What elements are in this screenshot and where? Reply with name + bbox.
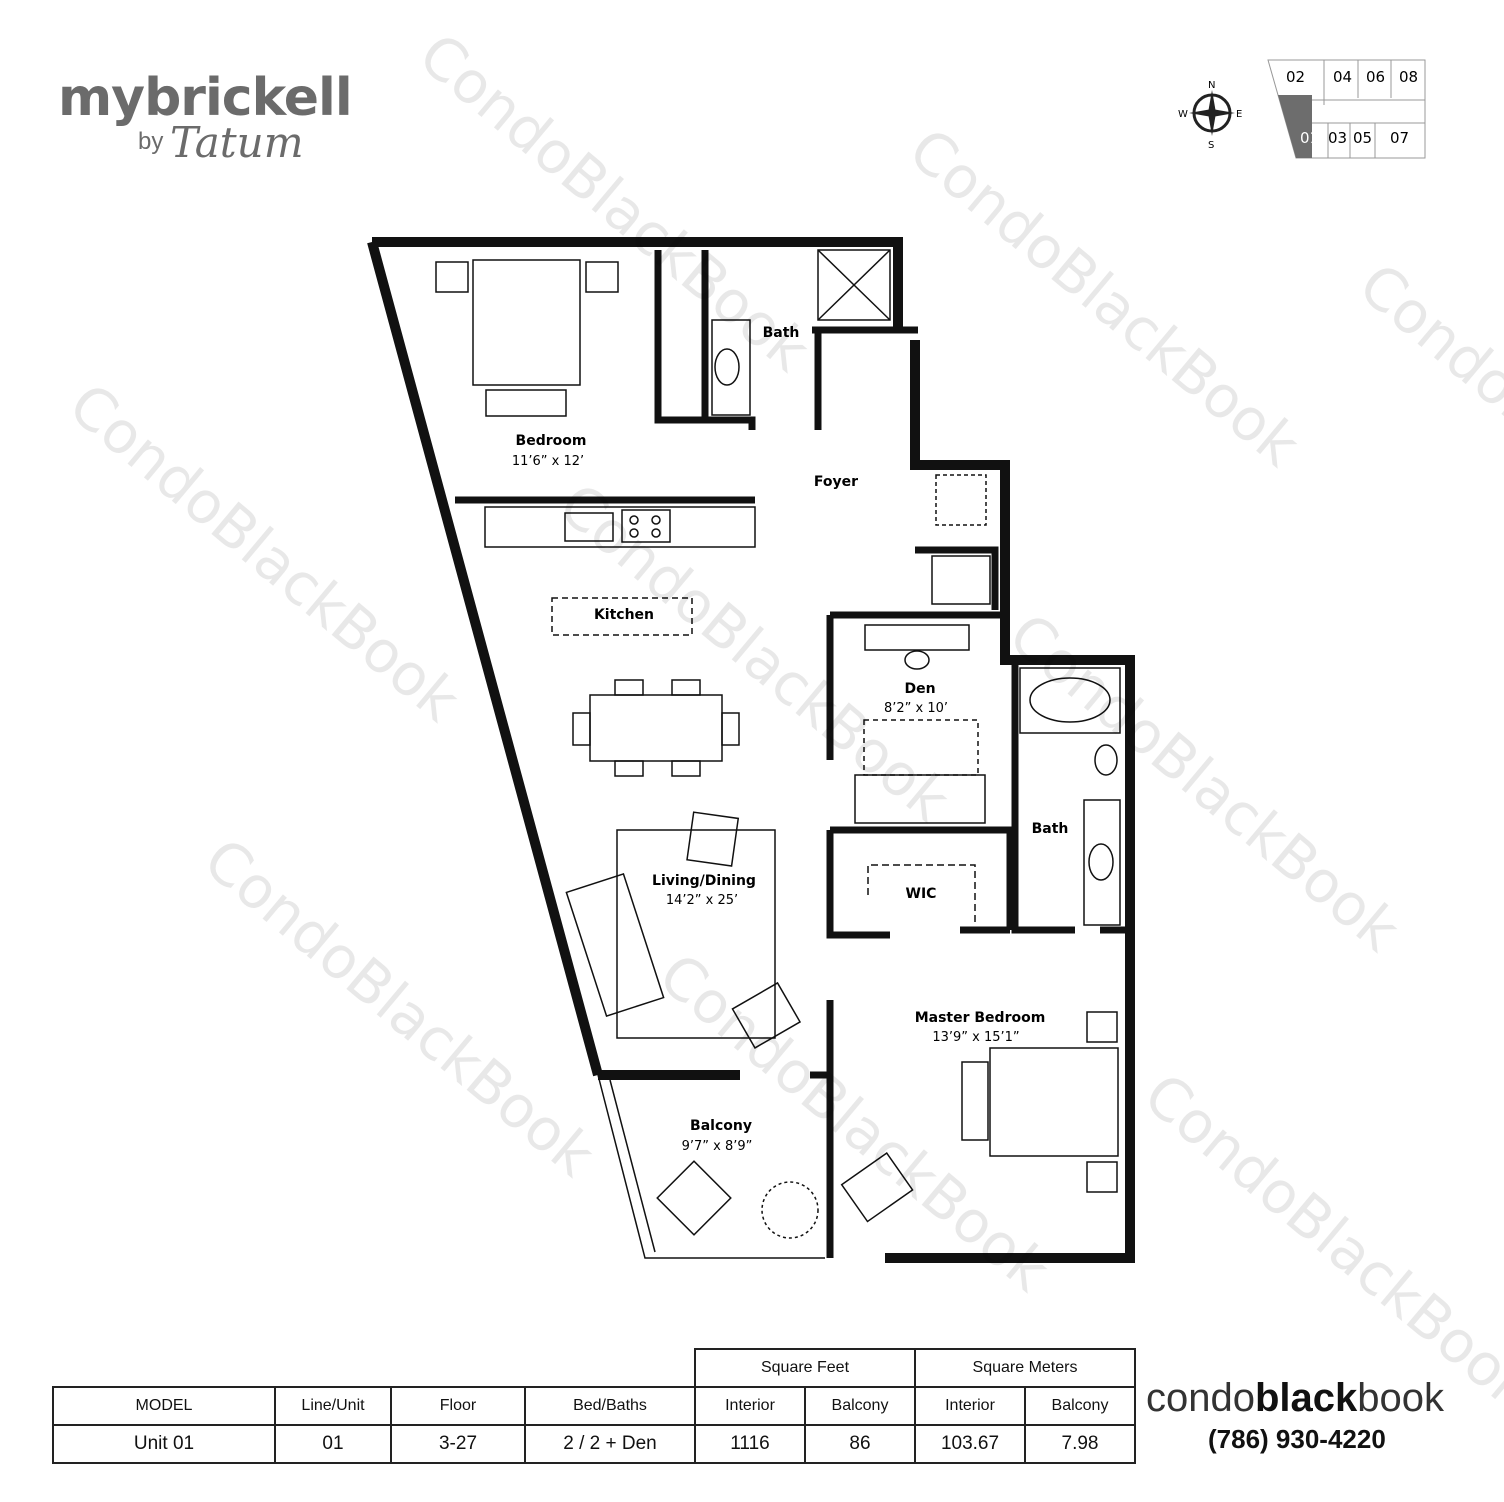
cell-sqft-interior: 1116 [694, 1424, 806, 1464]
compass-icon: N W E S [1178, 80, 1242, 151]
header-floor: Floor [390, 1386, 526, 1426]
cell-bed-baths: 2 / 2 + Den [524, 1424, 696, 1464]
header-line-unit: Line/Unit [274, 1386, 392, 1426]
room-dims-den: 8’2” x 10’ [884, 701, 948, 716]
cell-sqft-balcony: 86 [804, 1424, 916, 1464]
keyplan-unit-01-highlight [1278, 95, 1312, 158]
room-dims-bedroom: 11’6” x 12’ [512, 454, 584, 469]
keyplan-unit: 02 [1286, 68, 1305, 86]
cell-sqm-interior: 103.67 [914, 1424, 1026, 1464]
header-sqm-interior: Interior [914, 1386, 1026, 1426]
condoblackbook-logo: condoblackbook [1146, 1376, 1445, 1420]
exterior-walls [367, 237, 1135, 1263]
header-bed-baths: Bed/Baths [524, 1386, 696, 1426]
room-label-balcony: Balcony [690, 1118, 752, 1134]
header-sqm-balcony: Balcony [1024, 1386, 1136, 1426]
unit-specs-table: Square Feet Square Meters MODEL Line/Uni… [52, 1348, 1136, 1464]
header-model: MODEL [52, 1386, 276, 1426]
header-square-meters: Square Meters [914, 1348, 1136, 1388]
room-dims-living-dining: 14’2” x 25’ [666, 893, 738, 908]
compass-w: W [1178, 109, 1188, 120]
brand-by: by [138, 128, 164, 155]
balcony-outline [597, 1074, 825, 1259]
room-dims-master-bedroom: 13’9” x 15’1” [932, 1030, 1019, 1045]
cell-floor: 3-27 [390, 1424, 526, 1464]
room-label-foyer: Foyer [814, 474, 858, 490]
keyplan-unit: 07 [1390, 129, 1409, 147]
keyplan: N W E S 02 04 06 08 01 03 05 07 [1178, 59, 1426, 159]
compass-n: N [1208, 80, 1215, 91]
cell-sqm-balcony: 7.98 [1024, 1424, 1136, 1464]
keyplan-unit: 01 [1300, 129, 1319, 147]
keyplan-unit: 08 [1399, 68, 1418, 86]
brand-signature: Tatum [170, 118, 304, 167]
interior-walls [455, 250, 1130, 1258]
keyplan-unit: 06 [1366, 68, 1385, 86]
cell-model: Unit 01 [52, 1424, 276, 1464]
room-dims-balcony: 9’7” x 8’9” [682, 1139, 753, 1154]
header-sqft-interior: Interior [694, 1386, 806, 1426]
compass-s: S [1208, 140, 1214, 151]
brand-logo: mybrickell [58, 68, 353, 128]
keyplan-unit: 05 [1353, 129, 1372, 147]
room-label-kitchen: Kitchen [594, 607, 654, 623]
cell-line-unit: 01 [274, 1424, 392, 1464]
header-sqft-balcony: Balcony [804, 1386, 916, 1426]
keyplan-unit: 04 [1333, 68, 1352, 86]
room-label-bedroom: Bedroom [516, 433, 587, 449]
room-label-living-dining: Living/Dining [652, 873, 756, 889]
header-square-feet: Square Feet [694, 1348, 916, 1388]
floor-plan: Bedroom 11’6” x 12’ Bath Foyer Kitchen D… [367, 237, 1135, 1263]
room-label-master-bedroom: Master Bedroom [915, 1010, 1046, 1026]
compass-e: E [1236, 109, 1242, 120]
room-label-wic: WIC [906, 886, 937, 902]
phone-number: (786) 930-4220 [1208, 1424, 1386, 1454]
room-label-bath: Bath [763, 325, 800, 341]
keyplan-unit: 03 [1328, 129, 1347, 147]
room-label-den: Den [904, 681, 935, 697]
room-label-master-bath: Bath [1032, 821, 1069, 837]
furniture [435, 249, 1121, 1239]
